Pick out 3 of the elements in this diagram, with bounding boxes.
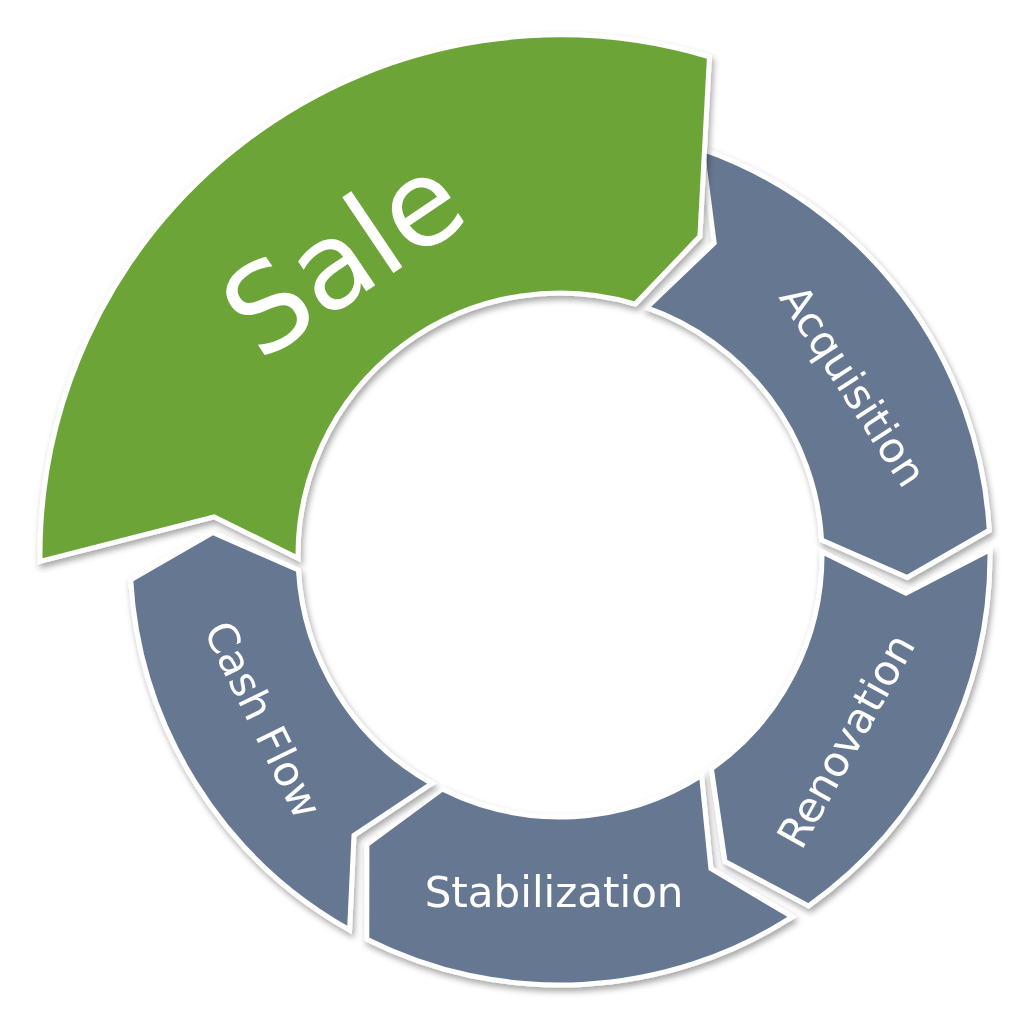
stage-label: Sale xyxy=(203,135,484,379)
stage-label: Stabilization xyxy=(424,871,684,914)
stage-label: Cash Flow xyxy=(197,615,329,825)
